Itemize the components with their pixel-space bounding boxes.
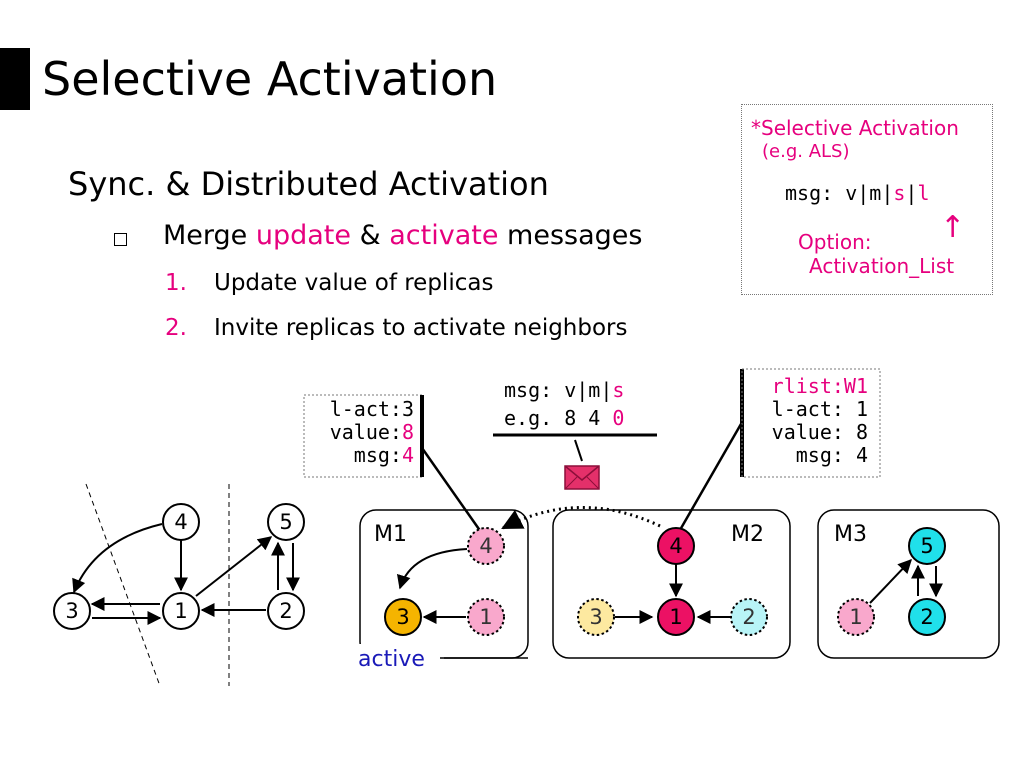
sidebox-msg-prefix: msg: v|m| [785,181,894,205]
sidebox-msg-l: l [917,181,930,205]
message-example-s: 0 [612,406,625,430]
left-note-value: 8 [401,420,414,444]
step-2-text: Invite replicas to activate neighbors [214,315,628,341]
sidebox-option: Option:Activation_List [798,230,954,278]
right-note-value: value: 8 [771,420,868,444]
m2-node-1 [657,598,695,636]
graph-node-2-label: 2 [279,599,292,623]
m3-node-2 [908,598,946,636]
message-example-line: e.g. 8 4 0 [504,404,624,432]
graph-node-1-label: 1 [174,599,187,623]
m2-node-1-label: 1 [669,605,682,629]
sidebox-title: *Selective Activation [751,116,959,140]
message-stem [574,439,583,462]
message-format-line: msg: v|m|s [504,376,624,404]
message-format-prefix: msg: v|m| [504,378,613,402]
left-note-msg-label: msg: [353,443,402,467]
graph-node-3-label: 3 [65,599,78,623]
graph-node-3 [53,592,91,630]
bullet-update-word: update [255,220,352,251]
active-label-mask [354,644,444,666]
machine-m3-label: M3 [834,522,867,547]
m2-node-2-label: 2 [742,605,755,629]
step-1-number: 1. [165,270,187,296]
right-note-connector [678,423,743,531]
subtitle: Sync. & Distributed Activation [68,165,549,203]
step-1-text: Update value of replicas [214,270,494,296]
graph-node-1 [162,592,200,630]
graph-node-4-label: 4 [174,510,187,534]
m1-node-4 [467,527,505,565]
m1-node-4-label: 4 [479,534,492,558]
envelope-flap [564,465,600,481]
m1-edge-4-3 [396,548,468,590]
message-example-prefix: e.g. 8 4 [504,406,613,430]
envelope-fold-right [586,476,600,490]
left-note-connector [420,447,483,533]
partition-line-1 [85,483,161,687]
left-note-value-label: value: [329,420,402,444]
left-note-msg-line: msg:4 [314,444,414,467]
m1-node-3-label: 3 [396,605,409,629]
graph-node-5 [267,503,305,541]
bullet-merge-messages: Merge update & activate messages [163,218,642,254]
step-2-number: 2. [165,315,187,341]
sidebox-msg-format: msg: v|m|s|l [785,181,930,205]
edge-4-3 [72,523,163,594]
up-arrow-icon: ↑ [940,210,966,245]
m2-node-3-label: 3 [589,605,602,629]
bullet-amp: & [351,220,390,251]
graph-node-5-label: 5 [279,510,292,534]
envelope-body [564,465,600,490]
bullet-activate-word: activate [389,220,499,251]
sidebox-option-line2: Activation_List [809,254,955,278]
m1-node-3 [384,598,422,636]
left-note-bar [420,395,424,477]
left-note-lact: l-act:3 [329,397,414,421]
m3-edge-1-5 [869,558,912,604]
m2-node-4 [657,527,695,565]
m1-node-1 [467,598,505,636]
sidebox-option-line1: Option: [798,230,872,254]
sidebox-msg-sep: | [905,181,918,205]
m3-node-1 [837,598,875,636]
m3-node-5-label: 5 [920,534,933,558]
page-title: Selective Activation [42,52,498,106]
square-bullet-icon [114,233,127,246]
graph-node-4 [162,503,200,541]
message-format-s: s [612,378,625,402]
left-note-msg: 4 [401,443,414,467]
machine-m2-label: M2 [731,522,764,547]
machine-m1-label: M1 [374,522,407,547]
active-label: active [358,647,425,672]
m2-node-2 [730,598,768,636]
machine-m3-box [817,509,1000,659]
right-note-msg: msg: 4 [795,443,868,467]
title-accent-bar [0,48,30,110]
sidebox-msg-s: s [893,181,906,205]
right-note-rlist: rlist:W1 [771,374,868,398]
m2-node-3 [577,598,615,636]
left-note-value-line: value:8 [314,421,414,444]
envelope-fold-left [564,476,578,490]
bullet-text-after: messages [498,220,643,251]
right-note-box [741,368,881,478]
envelope-icon [564,465,600,490]
graph-node-2 [267,592,305,630]
selective-activation-note-box [741,104,993,295]
m3-node-2-label: 2 [920,605,933,629]
m2-node-4-label: 4 [669,534,682,558]
edge-1-5 [195,536,273,597]
m3-node-5 [908,527,946,565]
bullet-text-before: Merge [163,220,256,251]
machine-m2-box [552,509,791,659]
sidebox-example: (e.g. ALS) [762,141,850,162]
m3-node-1-label: 1 [849,605,862,629]
right-note-lact: l-act: 1 [771,397,868,421]
m1-node-1-label: 1 [479,605,492,629]
